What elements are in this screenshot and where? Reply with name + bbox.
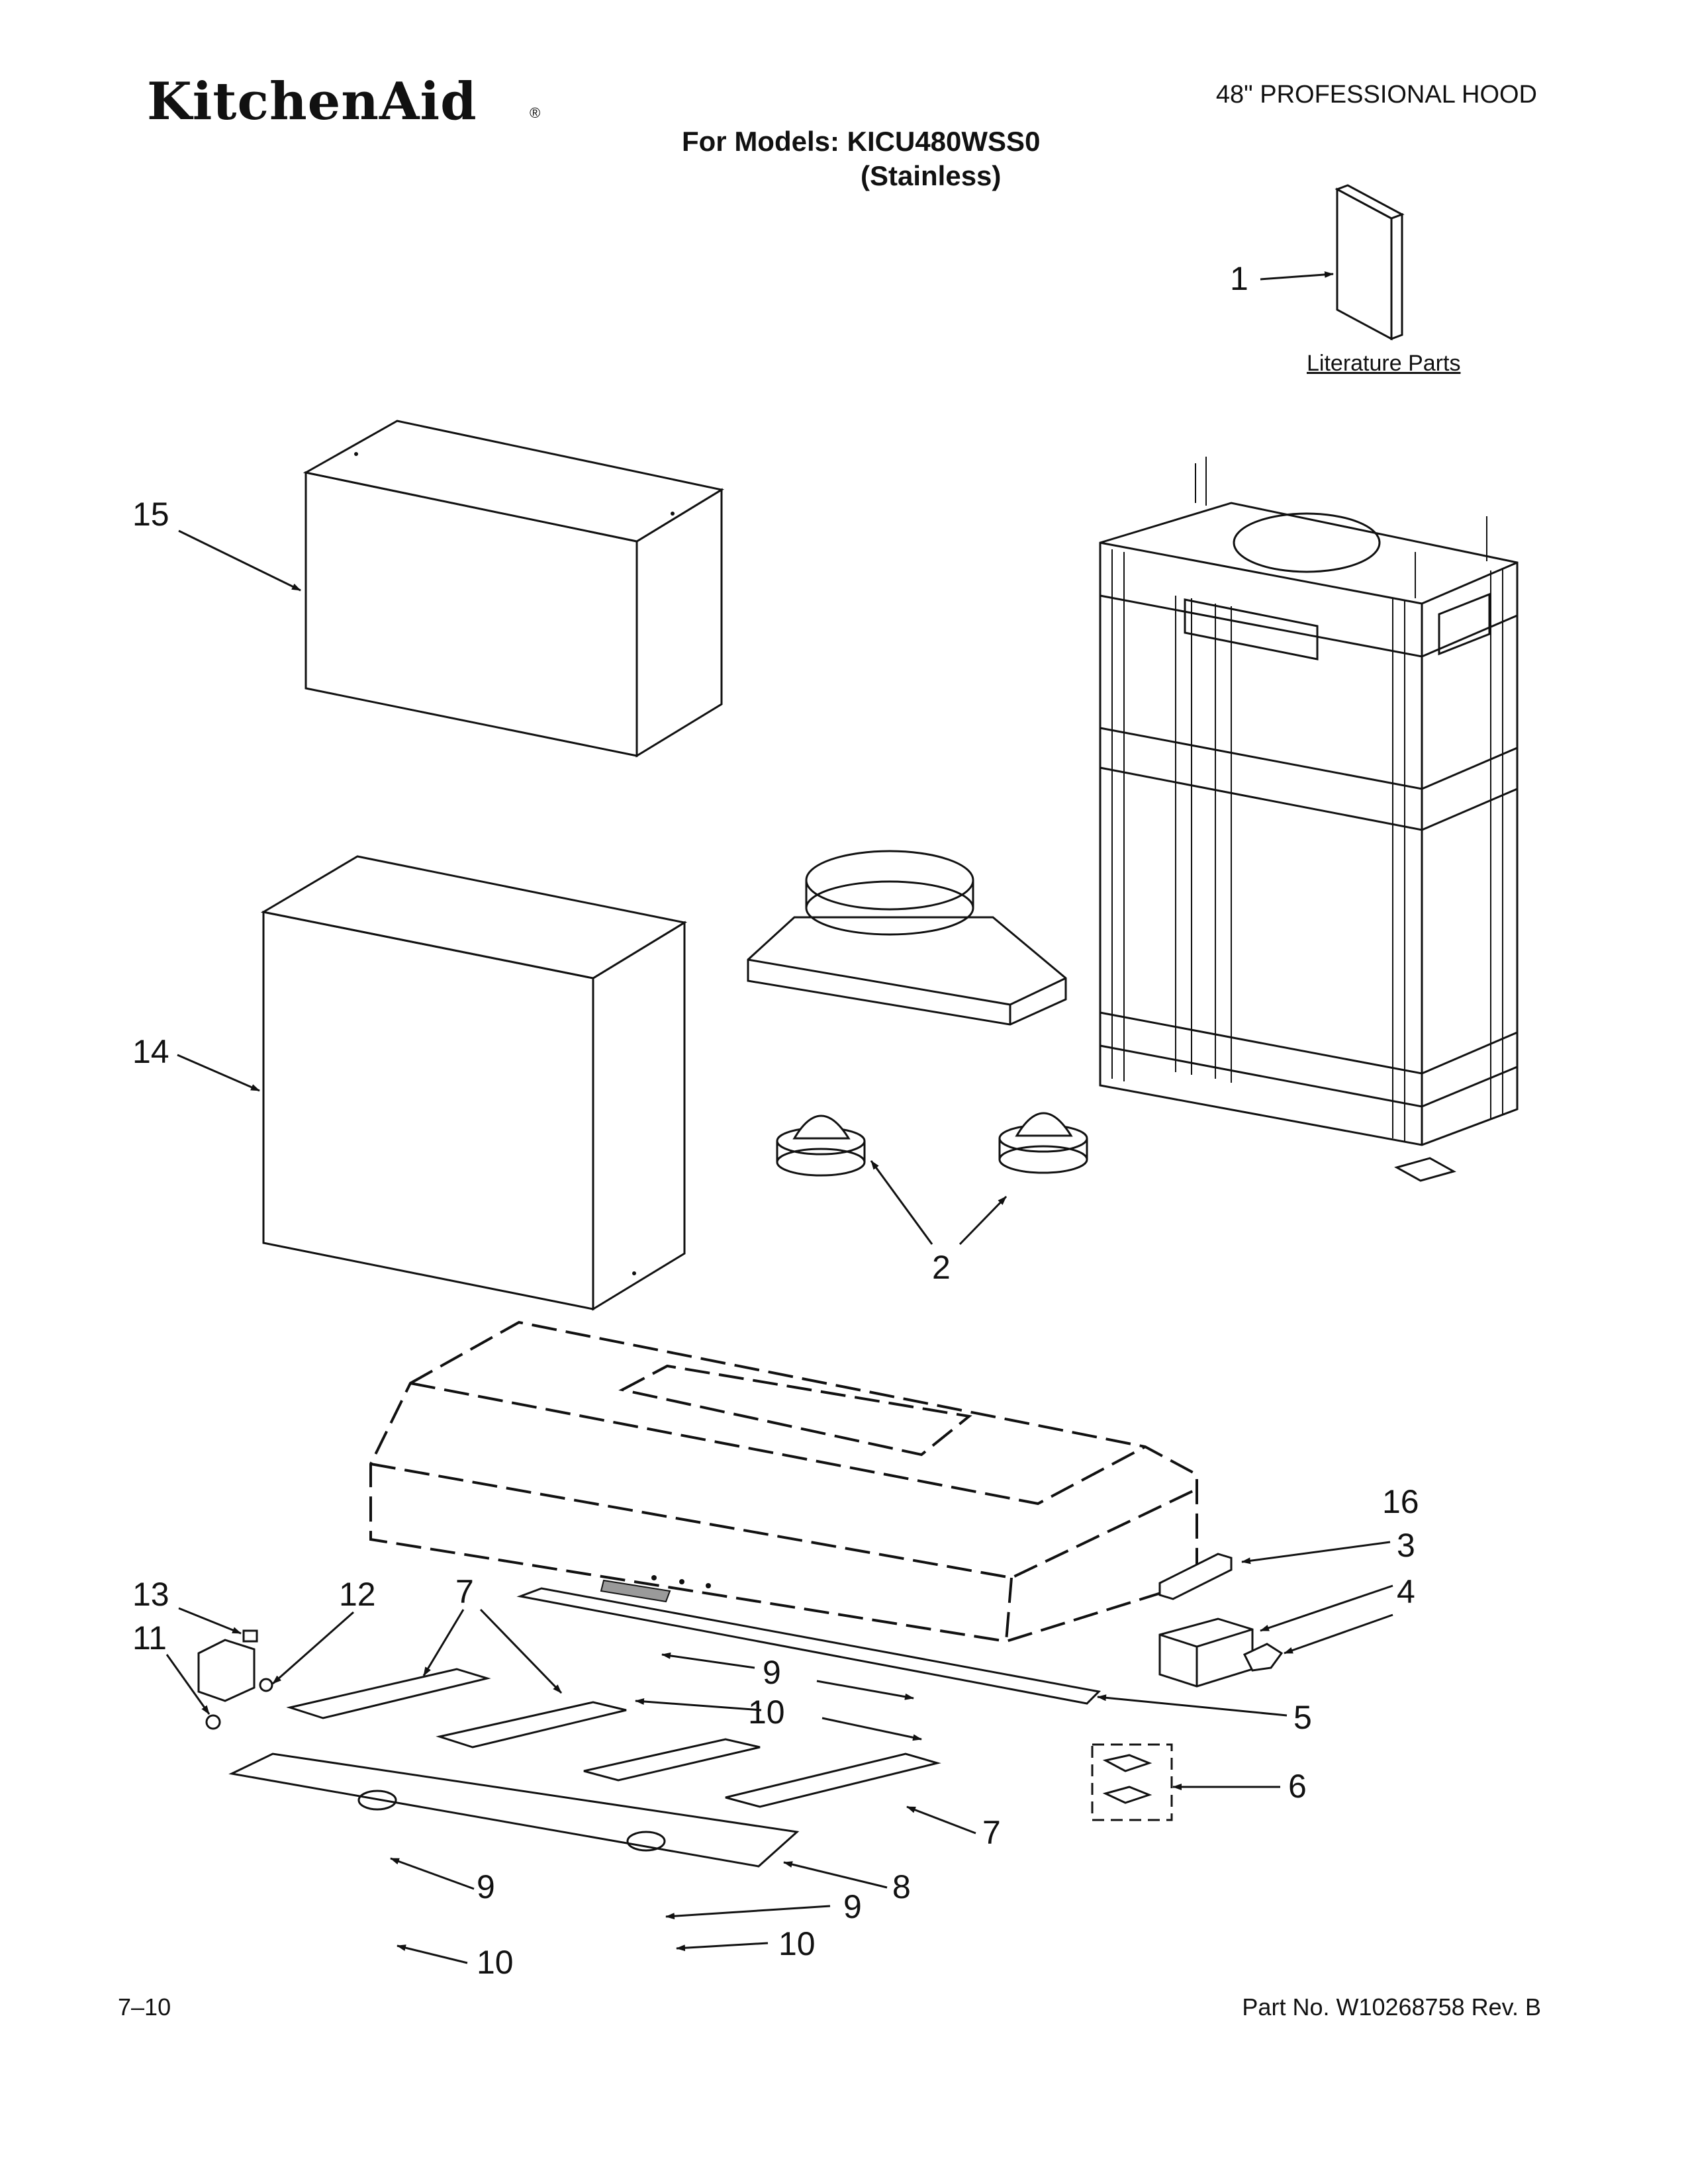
part-number: Part No. W10268758 Rev. B bbox=[1242, 1993, 1541, 2021]
duct-transition bbox=[747, 850, 1067, 1026]
callout-10-b: 10 bbox=[477, 1944, 514, 1981]
damper-left bbox=[776, 1115, 866, 1177]
callout-9-c: 9 bbox=[843, 1888, 862, 1925]
callout-15: 15 bbox=[132, 496, 169, 533]
callout-10-a: 10 bbox=[748, 1694, 785, 1731]
callout-8: 8 bbox=[892, 1868, 911, 1905]
junction-box bbox=[1158, 1617, 1254, 1688]
transformer bbox=[197, 1639, 256, 1702]
registered-mark: ® bbox=[530, 105, 541, 121]
grease-filters bbox=[286, 1668, 941, 1808]
callout-3: 3 bbox=[1397, 1527, 1415, 1564]
callout-13: 13 bbox=[132, 1576, 169, 1613]
bottom-panel bbox=[228, 1752, 800, 1868]
models-label: For Models: KICU480WSS0 bbox=[682, 126, 1041, 157]
callout-arrows bbox=[165, 271, 1393, 1964]
cover-13 bbox=[242, 1629, 258, 1643]
callout-7-top: 7 bbox=[455, 1573, 474, 1610]
callout-7-right: 7 bbox=[982, 1814, 1001, 1851]
product-title: 48" PROFESSIONAL HOOD bbox=[1215, 81, 1537, 109]
literature-booklet-icon bbox=[1335, 184, 1405, 341]
literature-parts-label: Literature Parts bbox=[1307, 351, 1461, 376]
callout-10-c: 10 bbox=[778, 1925, 816, 1962]
callout-6: 6 bbox=[1288, 1768, 1307, 1805]
chimney-support-frame bbox=[1099, 457, 1519, 1182]
callout-9-b: 9 bbox=[477, 1868, 495, 1905]
callout-4: 4 bbox=[1397, 1573, 1415, 1610]
damper-right bbox=[998, 1112, 1088, 1174]
callout-1: 1 bbox=[1230, 260, 1248, 297]
power-plug bbox=[1243, 1643, 1284, 1672]
callout-2: 2 bbox=[932, 1249, 951, 1286]
mounting-bracket bbox=[1158, 1553, 1233, 1600]
upper-duct-cover bbox=[303, 420, 725, 758]
lower-duct-cover bbox=[260, 855, 688, 1311]
hood-canopy bbox=[369, 1320, 1198, 1643]
bulb-11 bbox=[205, 1714, 221, 1730]
control-panel-strip bbox=[516, 1579, 1102, 1705]
callout-5: 5 bbox=[1293, 1699, 1312, 1736]
brand-logo: KitchenAid bbox=[147, 71, 477, 132]
callout-12: 12 bbox=[339, 1576, 376, 1613]
page-number: 7–10 bbox=[118, 1993, 171, 2021]
bulb-12 bbox=[259, 1678, 273, 1692]
callout-9-a: 9 bbox=[763, 1654, 781, 1691]
finish-label: (Stainless) bbox=[861, 160, 1002, 191]
callout-16: 16 bbox=[1382, 1483, 1419, 1520]
light-socket-set bbox=[1091, 1743, 1173, 1821]
callout-14: 14 bbox=[132, 1033, 169, 1070]
callout-11: 11 bbox=[132, 1619, 167, 1657]
